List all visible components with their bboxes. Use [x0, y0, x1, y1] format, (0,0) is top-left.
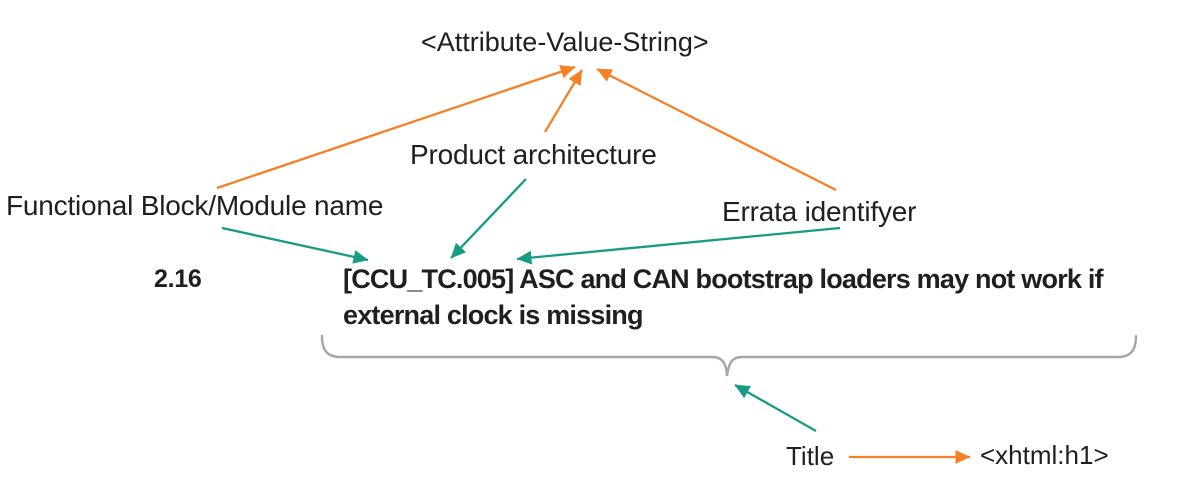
orange-arrow-errata-identifier-to-tag	[596, 67, 837, 192]
xhtml-h1-label: <xhtml:h1>	[980, 440, 1109, 470]
teal-arrow-title-to-brace	[734, 384, 817, 432]
attribute-value-string-label: <Attribute-Value-String>	[421, 27, 709, 57]
functional-block-module-name-label: Functional Block/Module name	[6, 190, 384, 221]
title-label: Title	[786, 441, 835, 471]
product-architecture-label: Product architecture	[410, 139, 657, 170]
teal-arrow-product-architecture-to-heading	[450, 178, 527, 259]
section-number: 2.16	[154, 265, 202, 293]
teal-arrow-functional-block-to-heading	[221, 226, 369, 264]
errata-title-line-1: [CCU_TC.005] ASC and CAN bootstrap loade…	[343, 264, 1104, 294]
errata-identifier-label: Errata identifyer	[722, 196, 917, 227]
curly-brace	[320, 334, 1138, 377]
orange-arrow-product-architecture-to-tag	[544, 69, 583, 133]
errata-title-line-2: external clock is missing	[343, 300, 643, 330]
teal-arrow-errata-identifier-to-heading	[516, 226, 841, 265]
